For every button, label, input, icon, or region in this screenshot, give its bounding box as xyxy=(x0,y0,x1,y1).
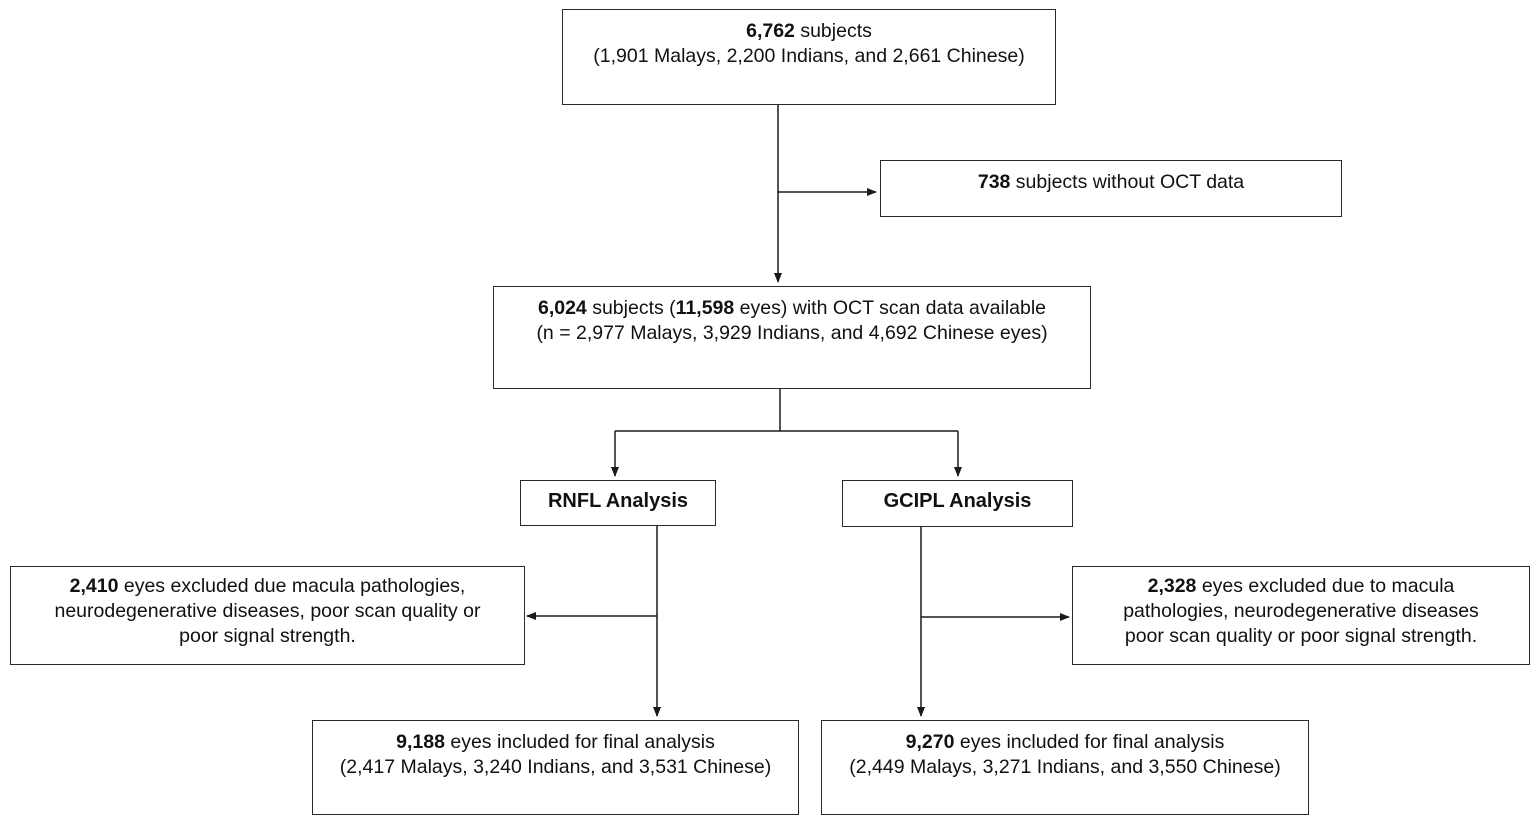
gcipl-excluded-box: 2,328 eyes excluded due to macula pathol… xyxy=(1072,566,1530,665)
rnfl-included-text: eyes included for final analysis xyxy=(444,731,715,753)
rnfl-heading: RNFL Analysis xyxy=(547,490,689,512)
rnfl-excluded-count: 2,410 xyxy=(69,575,119,597)
gcipl-included-breakdown: (2,449 Malays, 3,271 Indians, and 3,550 … xyxy=(849,756,1281,778)
gcipl-included-line: 9,270 eyes included for final analysis xyxy=(822,730,1308,755)
rnfl-included-count: 9,188 xyxy=(396,731,445,753)
gcipl-excluded-line2: pathologies, neurodegenerative diseases xyxy=(1123,600,1479,622)
gcipl-included-count: 9,270 xyxy=(905,731,955,753)
available-text-b: eyes) with OCT scan data available xyxy=(734,297,1047,319)
gcipl-excluded-count: 2,328 xyxy=(1147,575,1197,597)
gcipl-included-box: 9,270 eyes included for final analysis (… xyxy=(821,720,1309,815)
rnfl-excluded-line3: poor signal strength. xyxy=(179,625,356,647)
available-breakdown: (n = 2,977 Malays, 3,929 Indians, and 4,… xyxy=(536,322,1048,344)
rnfl-excluded-box: 2,410 eyes excluded due macula pathologi… xyxy=(10,566,525,665)
total-text: subjects xyxy=(794,20,872,42)
gcipl-included-text: eyes included for final analysis xyxy=(954,731,1225,753)
available-line: 6,024 subjects (11,598 eyes) with OCT sc… xyxy=(494,296,1090,321)
rnfl-excluded-text: eyes excluded due macula pathologies, xyxy=(118,575,466,597)
rnfl-analysis-box: RNFL Analysis xyxy=(520,480,716,526)
rnfl-excluded-line2: neurodegenerative diseases, poor scan qu… xyxy=(54,600,481,622)
gcipl-excluded-line3: poor scan quality or poor signal strengt… xyxy=(1124,625,1478,647)
total-breakdown: (1,901 Malays, 2,200 Indians, and 2,661 … xyxy=(593,45,1025,67)
rnfl-excluded-line1: 2,410 eyes excluded due macula pathologi… xyxy=(11,574,524,599)
excluded-no-oct-count: 738 xyxy=(977,171,1011,193)
rnfl-included-breakdown: (2,417 Malays, 3,240 Indians, and 3,531 … xyxy=(339,756,772,778)
rnfl-included-box: 9,188 eyes included for final analysis (… xyxy=(312,720,799,815)
excluded-no-oct-text: subjects without OCT data xyxy=(1010,171,1245,193)
available-eyes: 11,598 xyxy=(675,297,735,319)
excluded-no-oct-line: 738 subjects without OCT data xyxy=(881,170,1341,195)
available-text-a: subjects ( xyxy=(586,297,676,319)
available-count: 6,024 xyxy=(537,297,587,319)
total-subjects-box: 6,762 subjects (1,901 Malays, 2,200 Indi… xyxy=(562,9,1056,105)
gcipl-excluded-line1: 2,328 eyes excluded due to macula xyxy=(1073,574,1529,599)
available-box: 6,024 subjects (11,598 eyes) with OCT sc… xyxy=(493,286,1091,389)
gcipl-heading: GCIPL Analysis xyxy=(883,490,1032,512)
rnfl-included-line: 9,188 eyes included for final analysis xyxy=(313,730,798,755)
gcipl-excluded-text: eyes excluded due to macula xyxy=(1196,575,1455,597)
total-count: 6,762 xyxy=(746,20,795,42)
excluded-no-oct-box: 738 subjects without OCT data xyxy=(880,160,1342,217)
total-subjects-line: 6,762 subjects xyxy=(563,19,1055,44)
gcipl-analysis-box: GCIPL Analysis xyxy=(842,480,1073,527)
